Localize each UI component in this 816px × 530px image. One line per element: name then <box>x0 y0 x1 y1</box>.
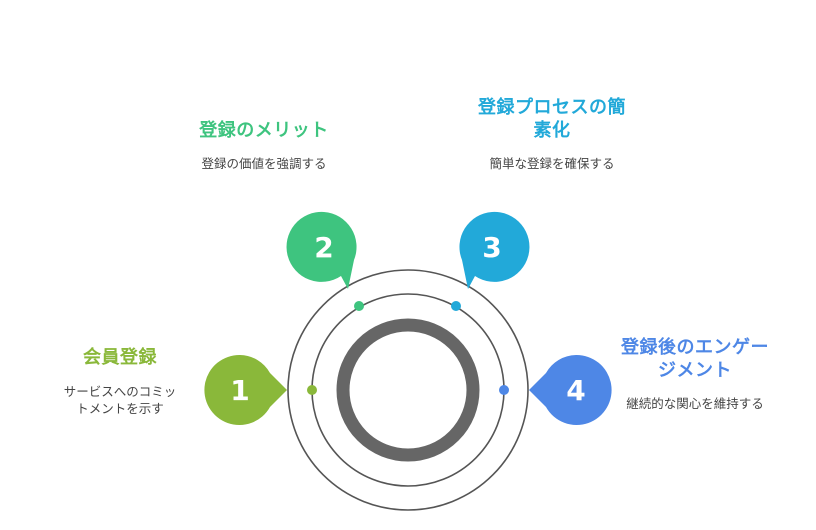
step-title-2: 登録のメリット <box>199 120 329 141</box>
step-label-2: 登録のメリット 登録の価値を強調する <box>188 119 340 172</box>
step-title-3: 登録プロセスの簡素化 <box>478 97 626 141</box>
outer-ring <box>287 269 529 511</box>
marker-dot-2 <box>354 301 364 311</box>
step-number-3: 3 <box>482 231 501 264</box>
step-badge-2: 2 <box>286 211 357 289</box>
step-badge-4: 4 <box>529 354 612 425</box>
step-label-1: 会員登録 サービスへのコミットメントを示す <box>50 346 190 417</box>
step-badge-1: 1 <box>204 354 287 425</box>
step-title-1: 会員登録 <box>83 347 157 368</box>
step-number-2: 2 <box>314 231 333 264</box>
step-number-1: 1 <box>230 374 249 407</box>
marker-dot-4 <box>499 385 509 395</box>
step-label-4: 登録後のエンゲージメント 継続的な関心を維持する <box>616 336 774 412</box>
marker-dot-3 <box>451 301 461 311</box>
step-description-1: サービスへのコミットメントを示す <box>63 384 177 416</box>
step-description-4: 継続的な関心を維持する <box>626 396 764 411</box>
core-ring <box>336 318 480 462</box>
marker-dot-1 <box>307 385 317 395</box>
step-number-4: 4 <box>566 374 585 407</box>
step-title-4: 登録後のエンゲージメント <box>621 337 769 381</box>
step-description-3: 簡単な登録を確保する <box>489 156 615 171</box>
step-label-3: 登録プロセスの簡素化 簡単な登録を確保する <box>466 96 638 172</box>
step-description-2: 登録の価値を強調する <box>201 156 327 171</box>
step-badge-3: 3 <box>459 211 530 289</box>
